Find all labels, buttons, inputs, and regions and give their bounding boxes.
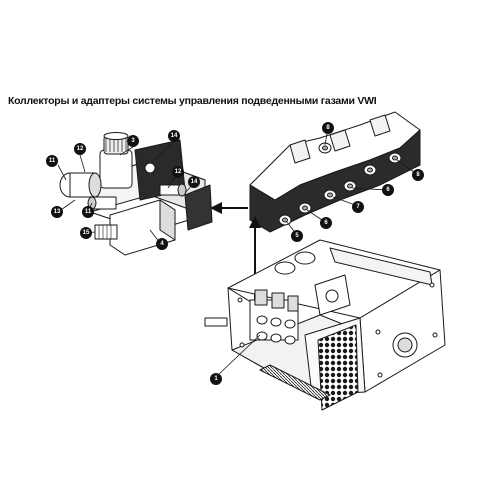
- svg-text:11: 11: [49, 158, 56, 164]
- svg-text:4: 4: [160, 241, 164, 247]
- diagram-title: Коллекторы и адаптеры системы управления…: [8, 95, 377, 107]
- svg-text:11: 11: [85, 209, 92, 215]
- svg-text:6: 6: [386, 187, 390, 193]
- callout-14-top: 14: [168, 130, 180, 142]
- callout-8-top: 8: [322, 122, 334, 134]
- callout-13: 13: [51, 206, 63, 218]
- svg-text:12: 12: [175, 169, 182, 175]
- callout-11-lower: 11: [82, 206, 94, 218]
- svg-text:3: 3: [131, 138, 135, 144]
- right-manifold-block: [249, 111, 421, 233]
- svg-text:13: 13: [54, 209, 61, 215]
- callout-12-left: 12: [74, 143, 86, 155]
- svg-text:6: 6: [324, 220, 328, 226]
- callout-3: 3: [127, 135, 139, 147]
- callouts: 3 12 11 13 11 14 12 14: [46, 122, 424, 385]
- callout-15: 15: [80, 227, 92, 239]
- callout-11-left: 11: [46, 155, 58, 167]
- housing-chassis: [204, 239, 446, 411]
- callout-6-lower: 6: [320, 217, 332, 229]
- svg-text:14: 14: [191, 179, 198, 185]
- callout-4: 4: [156, 238, 168, 250]
- callout-7: 7: [352, 201, 364, 213]
- callout-1: 1: [210, 373, 222, 385]
- callout-5: 5: [291, 230, 303, 242]
- callout-12-right: 12: [172, 166, 184, 178]
- svg-text:8: 8: [326, 125, 330, 131]
- svg-text:8: 8: [416, 172, 420, 178]
- svg-text:5: 5: [295, 233, 299, 239]
- svg-text:12: 12: [77, 146, 84, 152]
- callout-14-right: 14: [188, 176, 200, 188]
- callout-8-right: 8: [412, 169, 424, 181]
- svg-text:1: 1: [214, 376, 218, 382]
- svg-text:15: 15: [83, 230, 90, 236]
- svg-text:14: 14: [171, 133, 178, 139]
- callout-6-upper: 6: [382, 184, 394, 196]
- svg-text:7: 7: [356, 204, 360, 210]
